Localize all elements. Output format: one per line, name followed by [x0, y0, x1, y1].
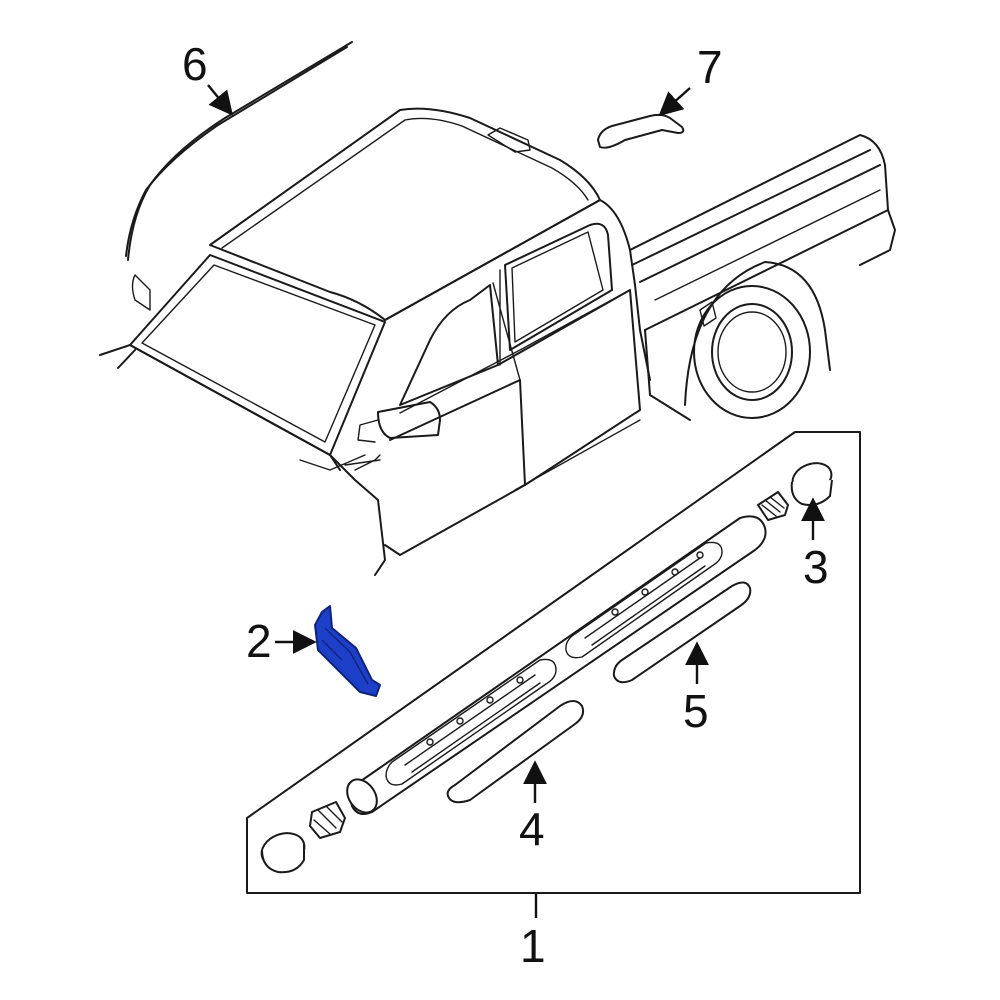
callout-4-label: 4 [519, 803, 545, 855]
callout-2-label: 2 [246, 615, 272, 667]
windshield [129, 254, 386, 456]
callout-2: 2 [246, 615, 317, 667]
part-5-step-pad [612, 581, 752, 684]
callout-6-label: 6 [182, 38, 208, 90]
side-mirror [377, 401, 441, 439]
left-end-clip [309, 801, 346, 839]
callout-4: 4 [519, 760, 547, 855]
truck-roof [209, 107, 601, 321]
callout-5-label: 5 [683, 685, 709, 737]
callout-6: 6 [182, 38, 234, 116]
part-6-drip-molding [127, 41, 353, 261]
left-end-cap [260, 832, 306, 874]
callout-7-label: 7 [697, 41, 723, 93]
right-end-clip [757, 491, 789, 521]
part-2-bracket-highlighted [314, 605, 381, 697]
truck-bed [629, 134, 889, 331]
callout-3-label: 3 [803, 541, 829, 593]
truck-illustration [99, 107, 896, 576]
part-1-running-board [346, 515, 767, 815]
rear-wheel [684, 261, 831, 419]
step-pad-dimples [426, 551, 704, 746]
part-4-step-pad [446, 700, 585, 804]
cab-side [384, 199, 651, 381]
callout-1-label: 1 [520, 920, 546, 972]
truck-hood [99, 344, 341, 471]
part-1-boundary [246, 431, 861, 894]
part-7-emblem [597, 113, 685, 149]
part-3-end-cap [790, 462, 833, 506]
callout-1: 1 [520, 894, 546, 972]
rear-door-window [504, 222, 613, 351]
rear-door [497, 289, 641, 486]
front-door-window [399, 284, 499, 406]
callout-5: 5 [683, 641, 709, 737]
callout-7: 7 [658, 41, 723, 117]
callout-3: 3 [801, 497, 829, 593]
